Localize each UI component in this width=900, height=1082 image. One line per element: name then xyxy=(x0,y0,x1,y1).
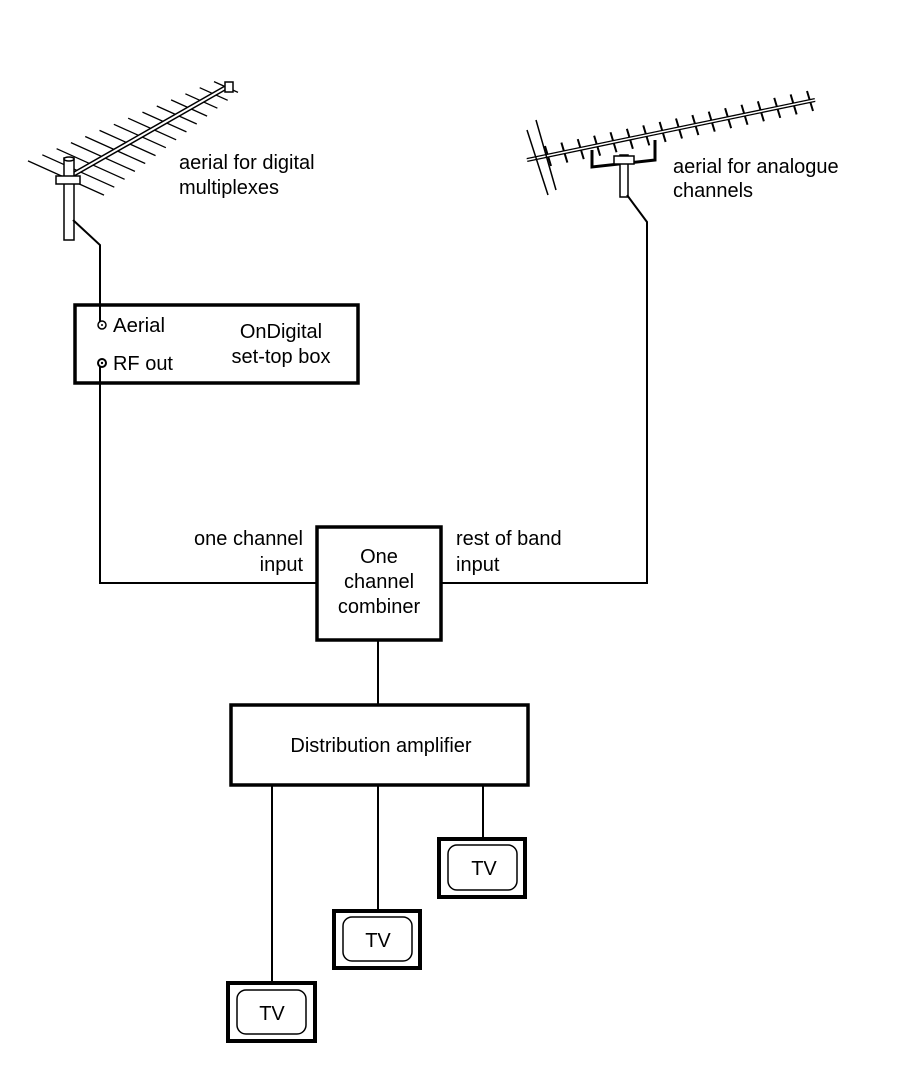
digital-aerial-end-cap xyxy=(224,81,234,93)
amplifier-frame xyxy=(229,703,530,787)
analogue-aerial-mast xyxy=(619,154,629,198)
analogue-aerial-label-1: aerial for analogue xyxy=(673,156,839,178)
analogue-aerial-label-2: channels xyxy=(673,180,753,202)
digital-aerial-boom-inner xyxy=(59,83,233,183)
aerial-port-pin xyxy=(101,324,103,326)
tv-2-label: TV xyxy=(365,930,391,952)
digital-aerial-clamp xyxy=(55,175,81,185)
analogue-aerial-clamp xyxy=(613,155,635,165)
tv-2-screen xyxy=(342,916,413,962)
tv-1: TV xyxy=(226,981,317,1043)
combiner-frame xyxy=(315,525,443,642)
analogue-aerial-boom-inner xyxy=(526,99,816,161)
set-top-box: Aerial RF out OnDigital set-top box xyxy=(73,303,360,385)
tv-3: TV xyxy=(437,837,527,899)
tv-3-screen xyxy=(447,844,518,891)
rest-of-band-input-label-2: input xyxy=(456,554,500,576)
rf-out-port-label: RF out xyxy=(113,353,173,375)
analogue-aerial xyxy=(526,90,816,198)
digital-aerial-label-1: aerial for digital xyxy=(179,152,315,174)
rest-of-band-input-label-1: rest of band xyxy=(456,528,562,550)
digital-aerial xyxy=(27,81,239,241)
aerial-port-label: Aerial xyxy=(113,315,165,337)
one-channel-input-label-2: input xyxy=(260,554,304,576)
digital-aerial-cable xyxy=(72,219,101,322)
tv-3-frame xyxy=(437,837,527,899)
digital-aerial-label-2: multiplexes xyxy=(179,177,279,199)
combiner-label-1: One xyxy=(360,546,398,568)
digital-aerial-mast-top xyxy=(63,156,75,162)
set-top-box-title-2: set-top box xyxy=(232,346,331,368)
tv-1-screen xyxy=(236,989,307,1035)
rf-out-port-pin xyxy=(100,361,104,365)
tv-2-frame xyxy=(332,909,422,970)
one-channel-combiner: One channel combiner xyxy=(315,525,443,642)
tv-2: TV xyxy=(332,909,422,970)
amplifier-label: Distribution amplifier xyxy=(290,735,472,757)
analogue-aerial-cable xyxy=(441,194,648,584)
combiner-label-3: combiner xyxy=(338,596,421,618)
one-channel-input-label-1: one channel xyxy=(194,528,303,550)
tv-1-frame xyxy=(226,981,317,1043)
set-top-box-title-1: OnDigital xyxy=(240,321,322,343)
combiner-label-2: channel xyxy=(344,571,414,593)
tv-1-label: TV xyxy=(259,1003,285,1025)
distribution-amplifier: Distribution amplifier xyxy=(229,703,530,787)
tv-3-label: TV xyxy=(471,858,497,880)
digital-aerial-mast xyxy=(63,157,75,241)
rf-out-cable xyxy=(99,366,316,584)
analogue-aerial-reflector-1 xyxy=(535,119,557,191)
analogue-aerial-reflector-2 xyxy=(526,129,549,196)
set-top-box-frame xyxy=(73,303,360,385)
